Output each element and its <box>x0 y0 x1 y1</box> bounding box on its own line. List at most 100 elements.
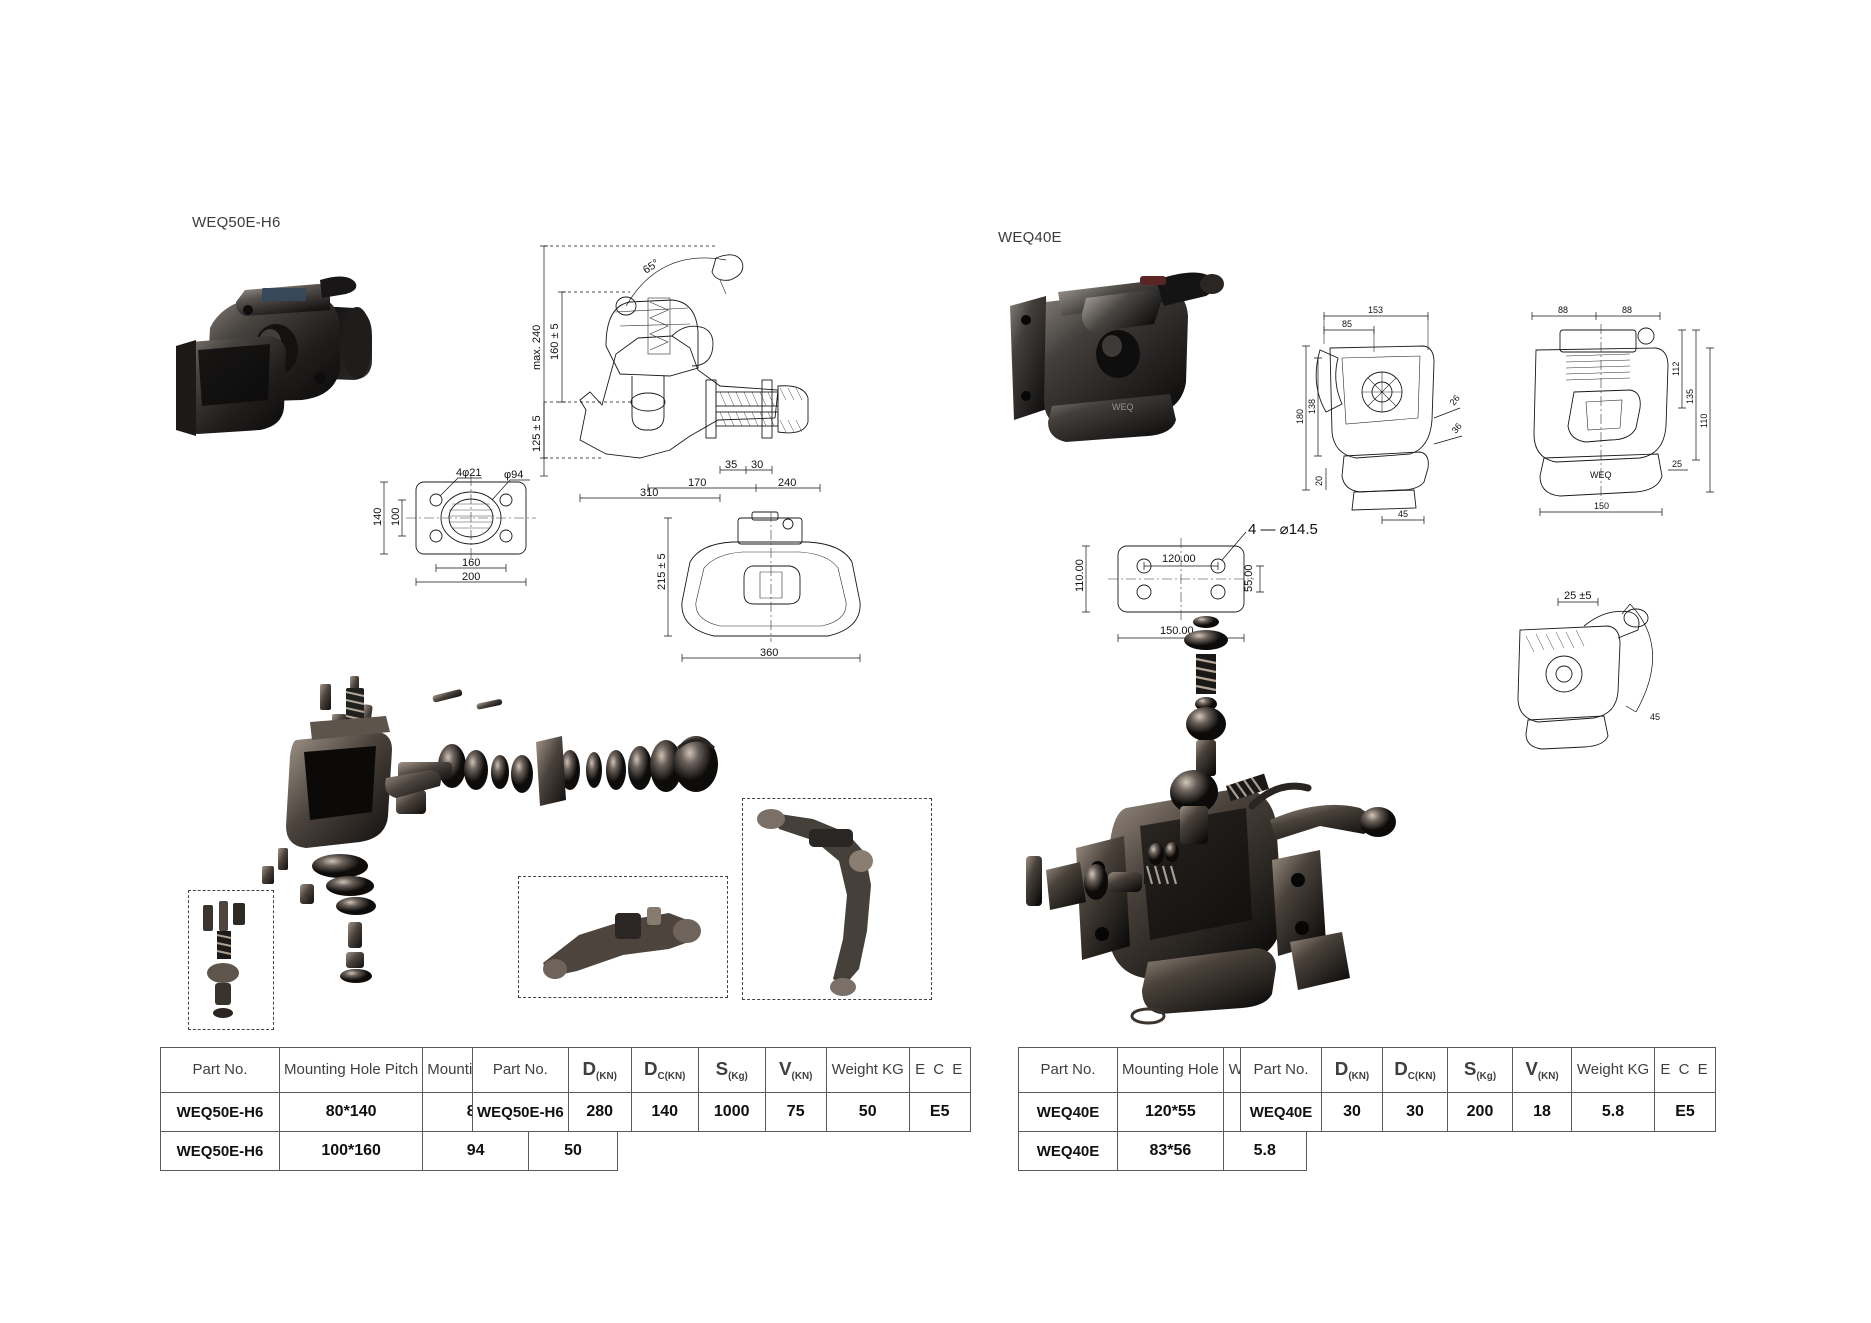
svg-text:25: 25 <box>1672 459 1682 469</box>
th-d-symbol: D <box>582 1057 597 1079</box>
svg-text:140: 140 <box>372 508 384 526</box>
svg-text:240: 240 <box>778 477 796 489</box>
svg-text:26: 26 <box>1448 393 1462 407</box>
cell-hole: 83*56 <box>1117 1131 1224 1171</box>
table-header-row: Part No. D(KN) DC(KN) S(Kg) V(KN) Weight… <box>472 1047 971 1093</box>
cell-part-no: WEQ50E-H6 <box>160 1131 280 1171</box>
svg-text:36: 36 <box>1450 421 1464 435</box>
th-ece: E C E <box>1654 1047 1716 1093</box>
th-part-no: Part No. <box>1018 1047 1118 1093</box>
svg-text:112: 112 <box>1671 362 1681 376</box>
svg-text:160: 160 <box>462 557 480 569</box>
svg-text:20: 20 <box>1314 476 1324 486</box>
svg-text:215 ± 5: 215 ± 5 <box>656 553 668 590</box>
svg-text:125 ± 5: 125 ± 5 <box>531 415 543 452</box>
cell-weight: 50 <box>527 1131 618 1171</box>
cell-hole: 120*55 <box>1117 1092 1224 1132</box>
th-part-no: Part No. <box>1240 1047 1322 1093</box>
detail-box-linkage-left <box>518 876 728 998</box>
svg-text:45: 45 <box>1398 509 1408 519</box>
cell-d: 30 <box>1321 1092 1383 1132</box>
th-d-unit: (KN) <box>596 1070 617 1082</box>
th-s-kg: S(Kg) <box>697 1047 766 1093</box>
cell-hole: 94 <box>422 1131 529 1171</box>
th-dc-kn: DC(KN) <box>630 1047 699 1093</box>
cell-s: 1000 <box>697 1092 766 1132</box>
svg-text:WEQ: WEQ <box>1112 402 1134 412</box>
svg-text:360: 360 <box>760 647 778 659</box>
th-d-kn: D(KN) <box>567 1047 632 1093</box>
th-weight-kg: Weight KG <box>825 1047 910 1093</box>
technical-drawing-side-section-left: 65° max. 240 160 ± 5 125 ± 5 35 30 170 <box>520 240 850 502</box>
svg-text:35: 35 <box>725 459 737 471</box>
product-label-right: WEQ40E <box>998 229 1062 246</box>
svg-text:200: 200 <box>462 571 480 583</box>
th-ece: E C E <box>908 1047 971 1093</box>
th-v-symbol: V <box>1525 1057 1538 1079</box>
svg-text:135: 135 <box>1685 389 1695 404</box>
cell-part-no: WEQ50E-H6 <box>160 1092 280 1132</box>
svg-text:110.00: 110.00 <box>1074 559 1086 592</box>
svg-text:30: 30 <box>751 459 763 471</box>
product-photo-weq50e <box>150 250 400 450</box>
th-s-symbol: S <box>1463 1057 1477 1079</box>
th-v-symbol: V <box>779 1057 792 1079</box>
svg-text:88: 88 <box>1622 305 1632 315</box>
product-photo-weq40e: WEQ <box>1000 258 1230 448</box>
svg-text:88: 88 <box>1558 305 1568 315</box>
th-dc-unit: C(KN) <box>657 1070 686 1082</box>
th-d-kn: D(KN) <box>1321 1047 1383 1093</box>
svg-text:150: 150 <box>1594 501 1609 511</box>
svg-text:55.00: 55.00 <box>1243 564 1255 592</box>
cell-v: 18 <box>1512 1092 1572 1132</box>
detail-box-handle-left <box>742 798 932 1000</box>
th-v-kn: V(KN) <box>764 1047 827 1093</box>
table-header-row: Part No. Mounting Hole Weight KG <box>1018 1047 1307 1093</box>
cell-part-no: WEQ40E <box>1018 1092 1118 1132</box>
exploded-view-right <box>1020 610 1580 1030</box>
table-row: WEQ50E-H6 280 140 1000 75 50 E5 <box>472 1092 971 1132</box>
svg-text:4φ21: 4φ21 <box>456 467 482 479</box>
table-row: WEQ50E-H6 100*160 94 50 <box>160 1131 618 1171</box>
th-s-unit: (Kg) <box>1476 1070 1497 1082</box>
svg-text:100: 100 <box>390 508 402 526</box>
svg-text:110: 110 <box>1699 414 1709 428</box>
svg-text:138: 138 <box>1307 399 1317 414</box>
svg-text:160 ± 5: 160 ± 5 <box>549 323 561 360</box>
exploded-view-left <box>200 670 960 1000</box>
svg-text:153: 153 <box>1368 305 1383 315</box>
technical-drawing-mounting-plate-right: 4 — ⌀14.5 110.00 120.00 55.00 150.00 <box>1050 520 1318 660</box>
th-dc-unit: C(KN) <box>1407 1070 1436 1082</box>
technical-drawing-side-right: 85 153 180 138 <box>1290 300 1490 550</box>
th-dc-symbol: D <box>1394 1057 1408 1079</box>
th-weight-kg: Weight KG <box>1571 1047 1655 1093</box>
detail-box-fasteners-left <box>188 890 274 1030</box>
th-part-no: Part No. <box>160 1047 280 1093</box>
svg-text:4 — ⌀14.5: 4 — ⌀14.5 <box>1248 521 1318 538</box>
svg-text:150.00: 150.00 <box>1160 625 1194 637</box>
cell-weight: 5.8 <box>1222 1131 1307 1171</box>
cell-s: 200 <box>1447 1092 1513 1132</box>
table-row: WEQ40E 83*56 5.8 <box>1018 1131 1307 1171</box>
th-part-no: Part No. <box>472 1047 569 1093</box>
cell-dc: 140 <box>630 1092 699 1132</box>
cell-hole-pitch: 80*140 <box>278 1092 424 1132</box>
th-mounting-hole-pitch: Mounting Hole Pitch <box>278 1047 424 1093</box>
th-mounting-hole: Mounting Hole <box>1117 1047 1224 1093</box>
svg-text:310: 310 <box>640 487 658 499</box>
cell-v: 75 <box>764 1092 827 1132</box>
technical-drawing-section-right: 45 25 ±5 <box>1480 590 1680 750</box>
svg-text:170: 170 <box>688 477 706 489</box>
svg-text:85: 85 <box>1342 319 1352 329</box>
svg-text:180: 180 <box>1295 409 1305 424</box>
table-row: WEQ40E 30 30 200 18 5.8 E5 <box>1240 1092 1716 1132</box>
th-dc-kn: DC(KN) <box>1382 1047 1448 1093</box>
cell-d: 280 <box>567 1092 632 1132</box>
technical-drawing-flange-plan-left: 4φ21 φ94 140 100 160 200 <box>370 467 570 590</box>
cell-weight: 5.8 <box>1571 1092 1655 1132</box>
technical-drawing-front-view-left: 215 ± 5 360 <box>656 510 890 670</box>
th-s-symbol: S <box>715 1057 729 1079</box>
th-v-unit: (KN) <box>1537 1070 1559 1082</box>
th-d-symbol: D <box>1334 1057 1349 1079</box>
svg-text:120.00: 120.00 <box>1162 553 1196 565</box>
